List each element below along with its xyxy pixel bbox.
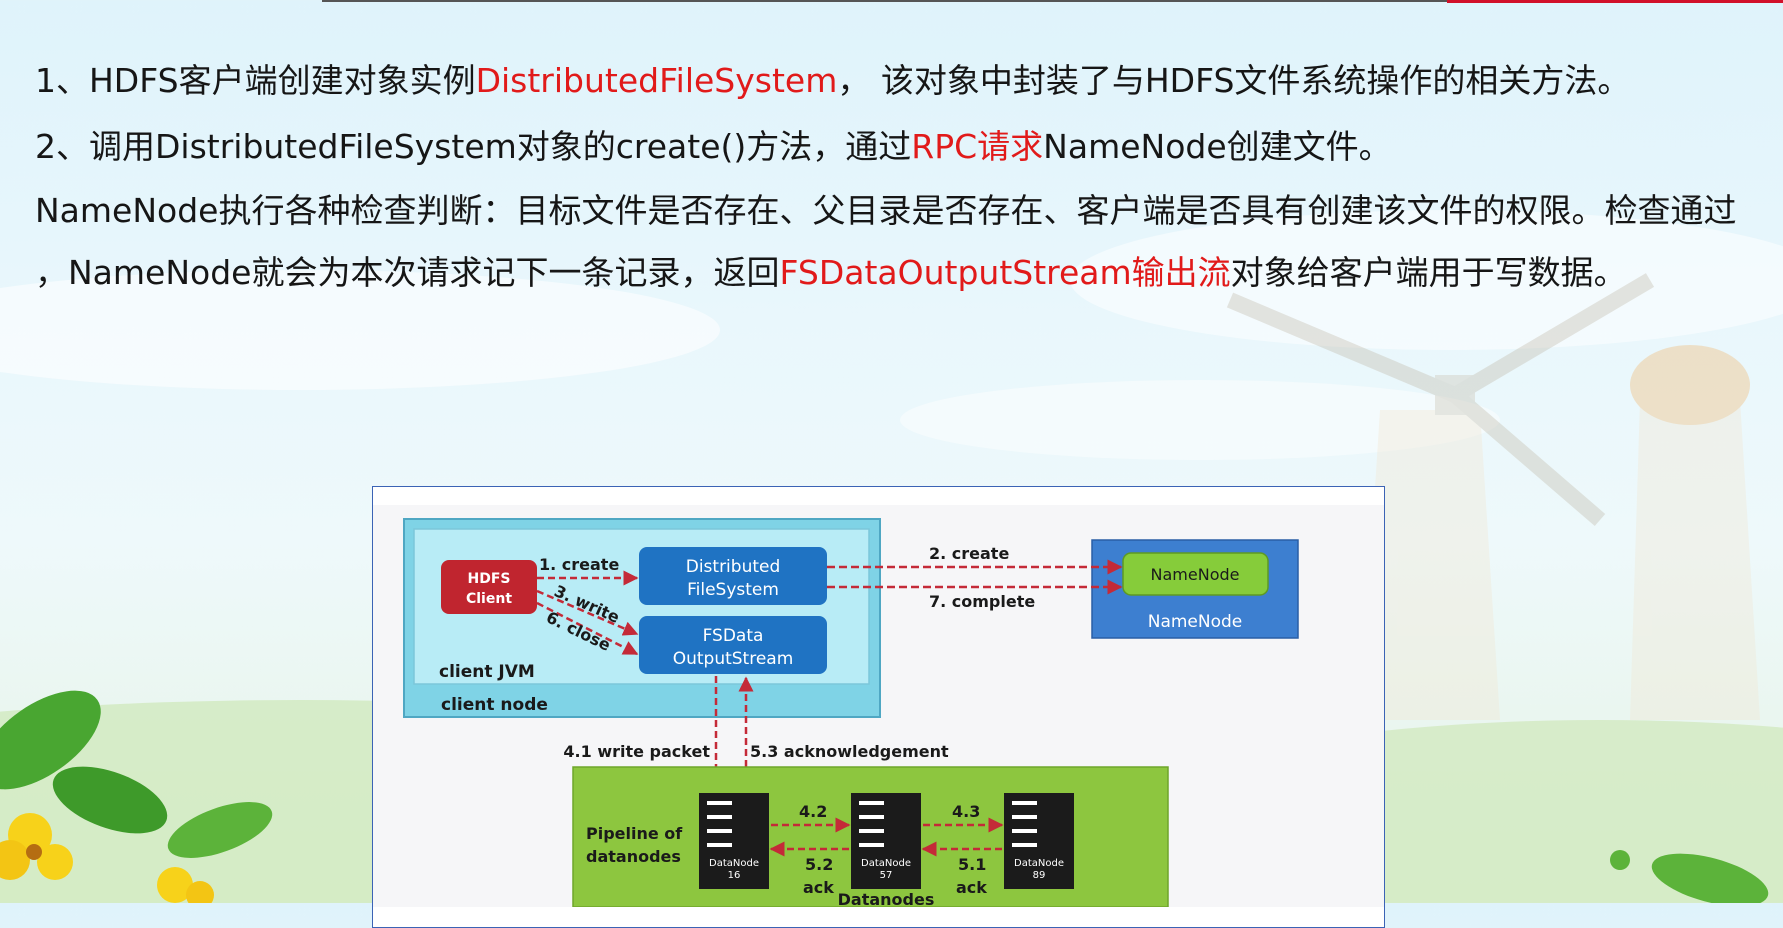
highlight-fsdataoutputstream: FSDataOutputStream输出流 xyxy=(779,253,1231,292)
hdfs-write-diagram: client node client JVM HDFS Client Distr… xyxy=(372,486,1385,928)
edge-complete-7-label: 7. complete xyxy=(929,592,1035,611)
datanode-89-id: 89 xyxy=(1033,870,1046,881)
highlight-rpc: RPC请求 xyxy=(911,127,1044,166)
description-text: 1、HDFS客户端创建对象实例DistributedFileSystem， 该对… xyxy=(35,48,1755,304)
datanode-16-label: DataNode xyxy=(709,858,759,869)
edge-write-3 xyxy=(536,589,639,636)
namenode-inner-label: NameNode xyxy=(1151,565,1240,584)
fsdata-outputstream-label-2: OutputStream xyxy=(673,649,794,669)
edge-acknowledgement-label: 5.3 acknowledgement xyxy=(750,742,949,761)
datanode-16: DataNode 16 xyxy=(699,793,769,889)
hdfs-client-box xyxy=(441,560,537,614)
pipeline-label-1: Pipeline of xyxy=(586,824,683,843)
edge-create-2-label: 2. create xyxy=(929,544,1009,563)
flower-decoration-right xyxy=(1610,850,1769,907)
cloud-3 xyxy=(900,380,1500,460)
fsdata-outputstream-box xyxy=(639,616,827,674)
flower-decoration-left xyxy=(0,690,273,909)
client-node-label: client node xyxy=(441,695,548,715)
edge-4-3-label: 4.3 xyxy=(952,802,980,821)
edge-5-1-ack: ack xyxy=(956,878,987,897)
edge-5-1-label: 5.1 xyxy=(958,855,986,874)
namenode-inner-box xyxy=(1122,552,1269,596)
fsdata-outputstream-label-1: FSData xyxy=(703,626,764,646)
hdfs-client-label-2: Client xyxy=(466,591,512,607)
highlight-distributedfilesystem: DistributedFileSystem xyxy=(475,61,838,100)
step-2-line: 2、调用DistributedFileSystem对象的create()方法，通… xyxy=(35,127,1392,166)
datanode-57: DataNode 57 xyxy=(851,793,921,889)
distributed-filesystem-label-2: FileSystem xyxy=(687,580,779,600)
hdfs-client-label-1: HDFS xyxy=(468,571,511,587)
top-divider-accent xyxy=(1447,0,1783,3)
edge-create-1-label: 1. create xyxy=(539,555,619,574)
step-1-line: 1、HDFS客户端创建对象实例DistributedFileSystem， 该对… xyxy=(35,61,1631,100)
pipeline-label-2: datanodes xyxy=(586,847,681,866)
cloud-1 xyxy=(0,270,720,390)
return-line: ，NameNode就会为本次请求记下一条记录，返回FSDataOutputStr… xyxy=(35,253,1627,292)
client-jvm-label: client JVM xyxy=(439,662,535,682)
edge-write-packet-label: 4.1 write packet xyxy=(563,742,710,761)
edge-5-2-ack: ack xyxy=(803,878,834,897)
distributed-filesystem-label-1: Distributed xyxy=(686,557,781,577)
edge-close-6 xyxy=(536,601,639,656)
top-divider xyxy=(322,0,1447,2)
datanode-57-id: 57 xyxy=(880,870,893,881)
datanode-16-id: 16 xyxy=(728,870,741,881)
datanode-89: DataNode 89 xyxy=(1004,793,1074,889)
check-line: NameNode执行各种检查判断：目标文件是否存在、父目录是否存在、客户端是否具… xyxy=(35,191,1737,230)
edge-4-2-label: 4.2 xyxy=(799,802,827,821)
cloud-2 xyxy=(1070,210,1783,350)
namenode-outer-label: NameNode xyxy=(1148,612,1243,632)
distributed-filesystem-box xyxy=(639,547,827,605)
datanode-57-label: DataNode xyxy=(861,858,911,869)
datanode-89-label: DataNode xyxy=(1014,858,1064,869)
datanodes-label: Datanodes xyxy=(838,890,935,907)
diagram-canvas: client node client JVM HDFS Client Distr… xyxy=(373,505,1384,907)
windmill-icon xyxy=(1226,273,1760,720)
edge-5-2-label: 5.2 xyxy=(805,855,833,874)
